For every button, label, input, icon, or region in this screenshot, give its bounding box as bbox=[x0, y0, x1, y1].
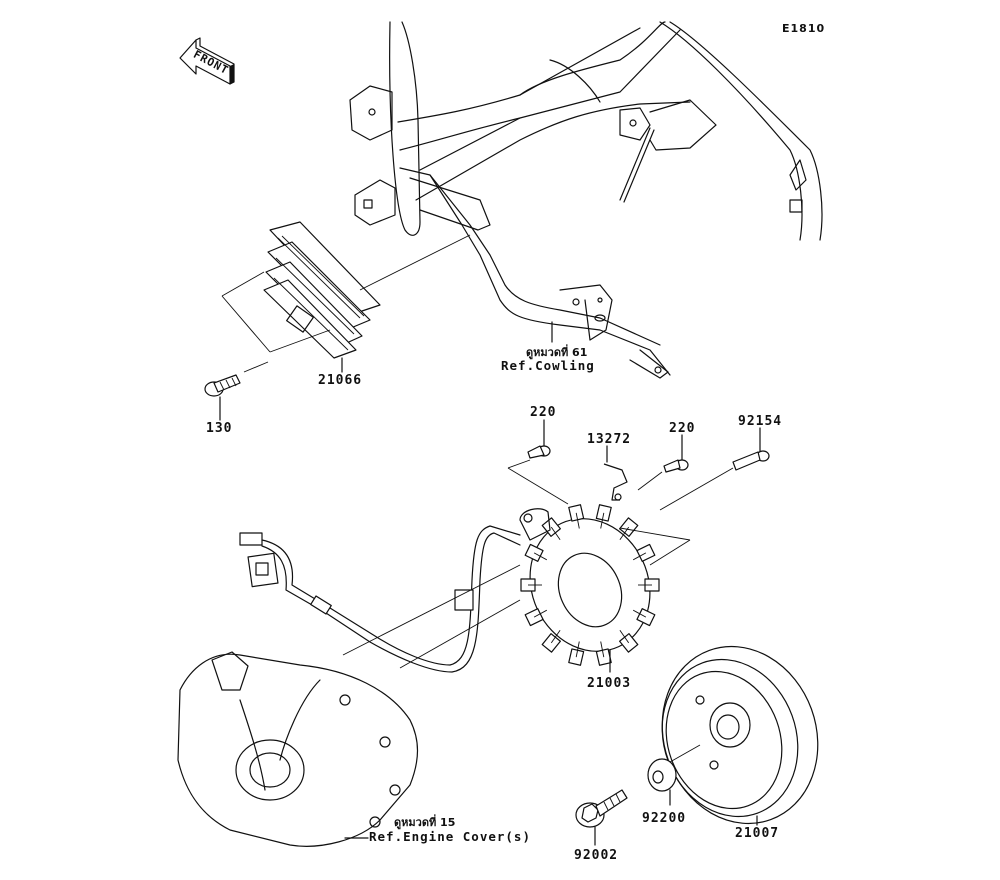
stator-winding-line bbox=[600, 512, 605, 529]
ref-engine-cover-link[interactable]: Ref.Engine Cover(s) bbox=[369, 829, 531, 844]
frame-drawing bbox=[349, 21, 823, 379]
ref-cowling-thai: ดูหมวดที่ 61 bbox=[526, 346, 588, 359]
regulator-drawing bbox=[221, 221, 471, 373]
part-label-92002[interactable]: 92002 bbox=[574, 848, 619, 863]
stator-winding-line bbox=[619, 630, 630, 644]
engine-cover-drawing bbox=[177, 651, 419, 847]
wiring-harness-drawing bbox=[239, 525, 521, 673]
part-label-92154[interactable]: 92154 bbox=[738, 414, 783, 429]
ref-engine-cover-thai: ดูหมวดที่ 15 bbox=[394, 816, 456, 829]
part-label-21007[interactable]: 21007 bbox=[735, 826, 780, 841]
part-label-220-right[interactable]: 220 bbox=[669, 421, 696, 436]
diagram-code: E1810 bbox=[782, 22, 826, 35]
part-label-220-left[interactable]: 220 bbox=[530, 405, 557, 420]
stator-winding-line bbox=[533, 609, 548, 618]
washer-drawing bbox=[647, 744, 701, 806]
stator-winding-line bbox=[632, 552, 647, 561]
part-label-130[interactable]: 130 bbox=[206, 421, 233, 436]
stator-winding-line bbox=[575, 641, 580, 658]
stator-winding-line bbox=[550, 630, 561, 644]
part-label-21066[interactable]: 21066 bbox=[318, 373, 363, 388]
stator-winding-line bbox=[575, 512, 580, 529]
bolt-130-drawing bbox=[204, 361, 269, 421]
stator-drawing bbox=[519, 504, 691, 673]
stator-winding-line bbox=[550, 526, 561, 540]
part-label-13272[interactable]: 13272 bbox=[587, 432, 632, 447]
flange-bolt-drawing bbox=[575, 789, 628, 846]
part-label-21003[interactable]: 21003 bbox=[587, 676, 632, 691]
front-arrow-icon bbox=[179, 37, 235, 85]
stator-winding-line bbox=[632, 609, 647, 618]
stator-winding-line bbox=[600, 641, 605, 658]
ref-cowling-link[interactable]: Ref.Cowling bbox=[501, 358, 595, 373]
small-bolts-drawing bbox=[507, 419, 770, 511]
part-label-92200[interactable]: 92200 bbox=[642, 811, 687, 826]
stator-winding-line bbox=[533, 552, 548, 561]
